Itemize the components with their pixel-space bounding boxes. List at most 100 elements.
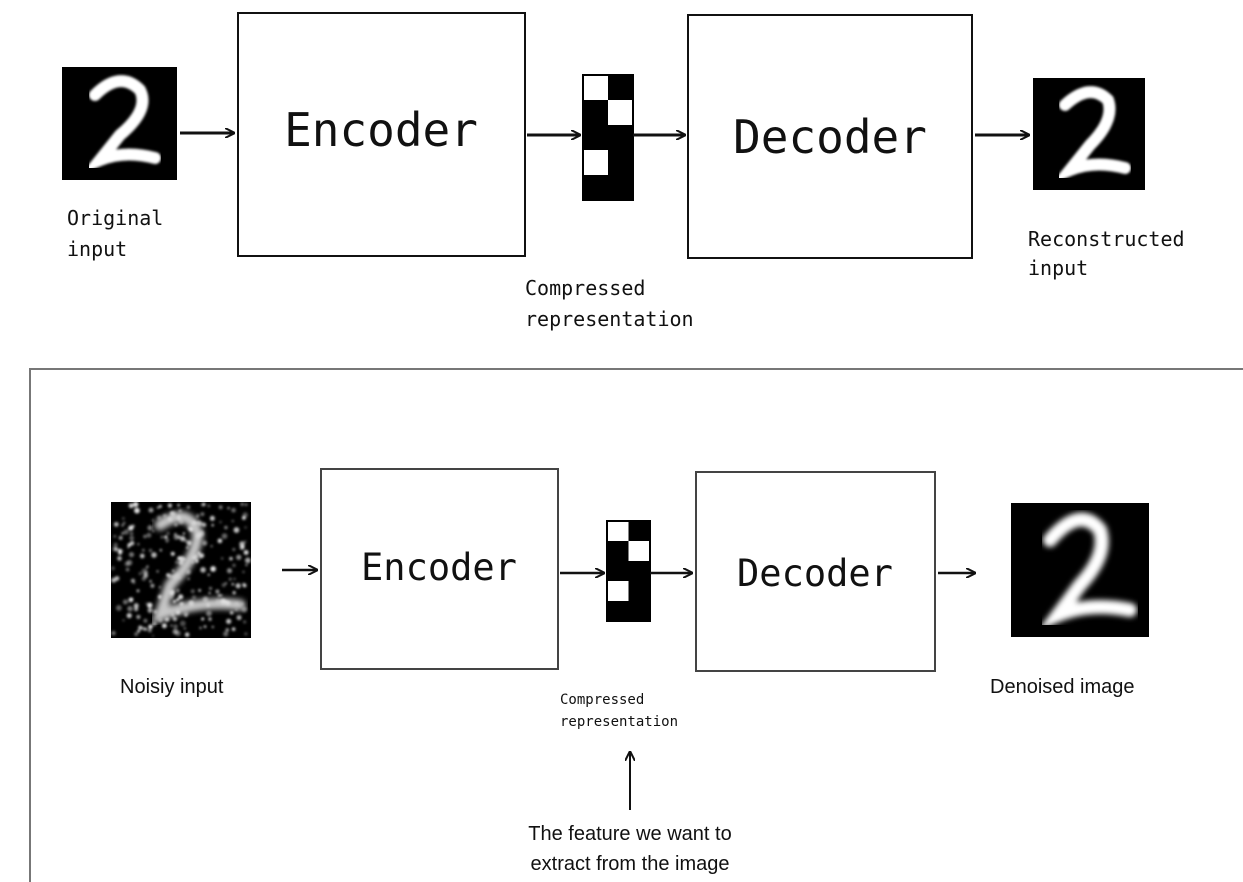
noise-speck bbox=[232, 590, 236, 595]
noise-speck bbox=[156, 506, 160, 509]
noise-speck bbox=[236, 554, 242, 560]
compressed-label-2: representation bbox=[560, 714, 678, 730]
noise-speck bbox=[191, 595, 197, 600]
noise-speck bbox=[231, 582, 235, 586]
code-cell-white bbox=[628, 541, 650, 561]
noise-speck bbox=[210, 545, 213, 548]
noise-speck bbox=[111, 566, 115, 571]
noise-speck bbox=[148, 628, 152, 633]
noise-speck bbox=[161, 623, 167, 629]
reconstructed-label-1: Reconstructed bbox=[1028, 227, 1185, 251]
code-cell-black bbox=[607, 561, 629, 581]
noise-speck bbox=[182, 532, 186, 535]
noise-speck bbox=[211, 523, 214, 527]
code-cell-black bbox=[608, 175, 633, 200]
noise-speck bbox=[184, 539, 188, 543]
noise-speck bbox=[207, 573, 211, 576]
noise-speck bbox=[184, 632, 190, 637]
noise-speck bbox=[148, 624, 153, 630]
noise-speck bbox=[132, 581, 136, 585]
compressed-label-2: representation bbox=[525, 307, 694, 331]
noise-speck bbox=[239, 545, 245, 550]
noise-speck bbox=[242, 583, 247, 588]
noise-speck bbox=[225, 628, 230, 632]
noise-speck bbox=[150, 583, 155, 588]
noise-speck bbox=[128, 525, 134, 531]
noise-speck bbox=[143, 618, 148, 623]
noise-speck bbox=[141, 568, 148, 575]
noise-speck bbox=[141, 548, 145, 552]
noise-speck bbox=[207, 504, 211, 508]
noise-speck bbox=[215, 589, 220, 594]
noise-speck bbox=[167, 503, 173, 508]
noise-speck bbox=[122, 517, 125, 520]
noise-speck bbox=[121, 524, 124, 527]
reconstructed-input-image bbox=[1033, 78, 1145, 190]
reconstructed-label-2: input bbox=[1028, 256, 1088, 280]
noise-speck bbox=[133, 501, 139, 508]
noise-speck bbox=[151, 519, 155, 522]
code-cell-black bbox=[583, 175, 608, 200]
decoder-box bbox=[695, 471, 936, 672]
noise-speck bbox=[229, 556, 233, 561]
panel-border bbox=[29, 368, 1243, 882]
noise-speck bbox=[201, 502, 206, 507]
noise-speck bbox=[210, 566, 217, 572]
noise-speck bbox=[208, 591, 211, 595]
noise-speck bbox=[200, 512, 205, 517]
noise-speck bbox=[133, 606, 139, 612]
noise-speck bbox=[145, 566, 148, 569]
noise-speck bbox=[200, 567, 206, 573]
noise-speck bbox=[129, 540, 135, 546]
noise-speck bbox=[219, 520, 222, 524]
annotation-line-1: The feature we want to bbox=[528, 823, 731, 845]
noise-speck bbox=[227, 507, 230, 510]
noise-speck bbox=[218, 505, 223, 510]
noisy-input-label: Noisiy input bbox=[120, 676, 224, 698]
noise-speck bbox=[244, 632, 248, 636]
noise-speck bbox=[122, 599, 128, 605]
noise-speck bbox=[158, 504, 162, 508]
noise-speck bbox=[121, 531, 124, 535]
noise-speck bbox=[139, 553, 145, 559]
code-cell-white bbox=[608, 100, 633, 125]
code-cell-white bbox=[607, 581, 629, 601]
code-cell-black bbox=[608, 75, 633, 100]
noise-speck bbox=[138, 625, 143, 630]
noise-speck bbox=[148, 507, 154, 513]
decoder-label: Decoder bbox=[737, 552, 893, 595]
decoder-box bbox=[687, 14, 973, 259]
noise-speck bbox=[118, 548, 122, 553]
code-cell-black bbox=[607, 541, 629, 561]
annotation-line-2: extract from the image bbox=[531, 853, 730, 875]
compressed-label-1: Compressed bbox=[525, 276, 645, 300]
original-input-label-1: Original bbox=[67, 206, 163, 230]
noise-speck bbox=[184, 613, 188, 617]
noise-speck bbox=[115, 604, 122, 611]
noise-speck bbox=[175, 588, 180, 593]
noise-speck bbox=[147, 607, 153, 613]
encoder-box bbox=[320, 468, 559, 670]
noise-speck bbox=[186, 505, 191, 509]
noise-speck bbox=[128, 552, 135, 558]
noise-speck bbox=[117, 556, 122, 561]
noise-speck bbox=[148, 548, 153, 553]
code-cell-black bbox=[628, 581, 650, 601]
noise-speck bbox=[228, 577, 232, 581]
code-border bbox=[606, 520, 651, 622]
noise-speck bbox=[173, 532, 177, 536]
noise-speck bbox=[179, 535, 186, 542]
noise-speck bbox=[226, 618, 232, 624]
noise-speck bbox=[124, 561, 130, 567]
noise-speck bbox=[156, 570, 159, 573]
noise-speck bbox=[146, 532, 152, 538]
noise-speck bbox=[166, 531, 170, 536]
noise-speck bbox=[224, 525, 228, 530]
noise-speck bbox=[176, 598, 180, 602]
noise-speck bbox=[244, 526, 247, 529]
code-cell-black bbox=[608, 150, 633, 175]
noise-speck bbox=[217, 538, 223, 544]
noise-speck bbox=[113, 542, 118, 548]
noise-speck bbox=[123, 529, 129, 535]
